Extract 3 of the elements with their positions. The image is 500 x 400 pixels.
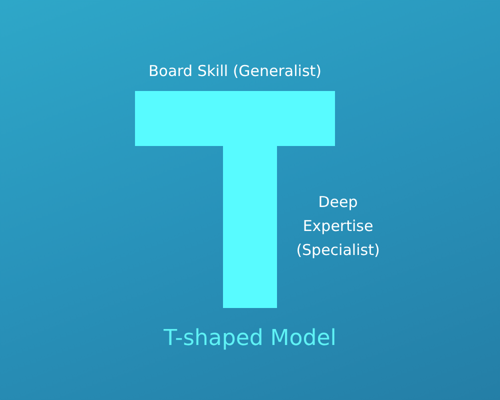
diagram-title: T-shaped Model bbox=[162, 325, 338, 353]
crossbar-label: Board Skill (Generalist) bbox=[147, 61, 322, 82]
stem-label: Deep Expertise (Specialist) bbox=[295, 192, 381, 261]
